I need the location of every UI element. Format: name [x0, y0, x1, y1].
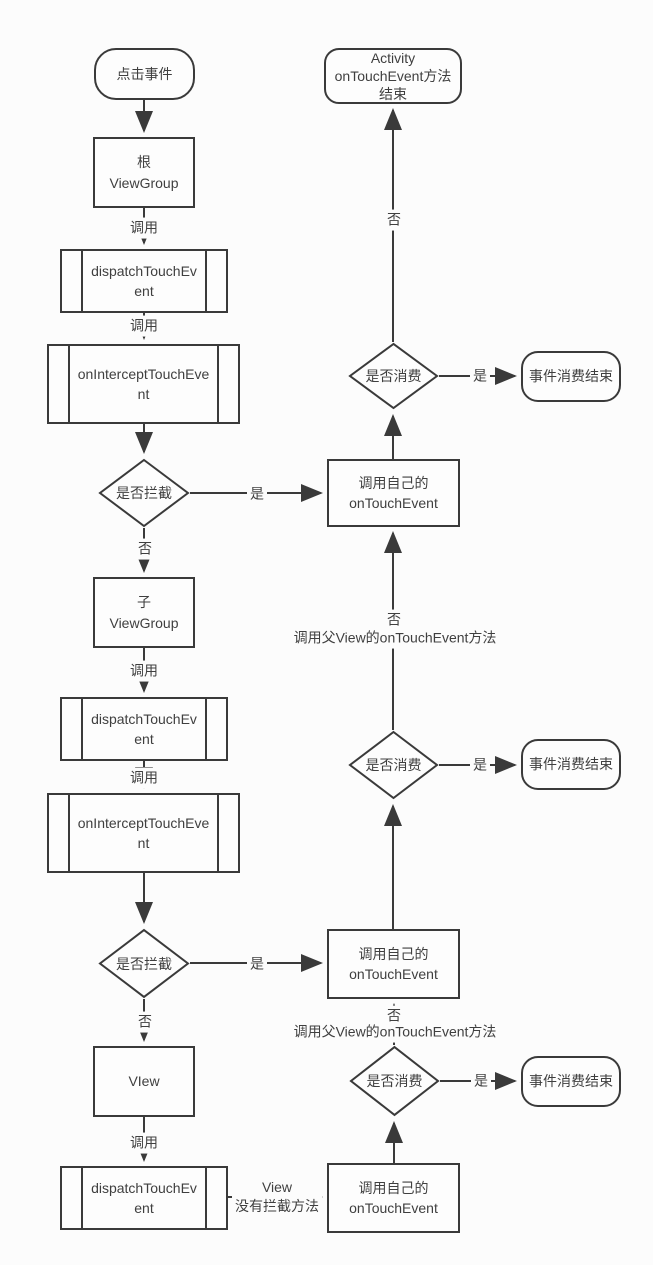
node-on-intercept-touch-event-2: onInterceptTouchEvent	[47, 793, 240, 873]
node-own-on-touch-event-3-label: 调用自己的 onTouchEvent	[349, 1179, 438, 1216]
node-click-event: 点击事件	[94, 48, 195, 100]
node-activity-ontouchevent-end: Activity onTouchEvent方法 结束	[324, 48, 462, 104]
node-decision-intercept-2: 是否拦截	[98, 928, 190, 999]
node-on-intercept-touch-event-2-label: onInterceptTouchEvent	[77, 814, 210, 851]
edge-label-call-3: 调用	[127, 660, 161, 682]
node-decision-consume-2: 是否消费	[348, 730, 439, 800]
node-dispatch-touch-event-2: dispatchTouchEvent	[60, 697, 228, 761]
node-decision-consume-1: 是否消费	[348, 342, 439, 410]
node-event-consumed-end-1-label: 事件消费结束	[529, 368, 613, 385]
node-event-consumed-end-2: 事件消费结束	[521, 739, 621, 790]
diamond-shape	[348, 342, 439, 410]
edge-label-view-no-intercept: View 没有拦截方法	[232, 1177, 322, 1217]
diamond-shape	[349, 1045, 440, 1117]
edge-label-no-consume-2: 否	[384, 609, 404, 631]
node-root-viewgroup-label: 根 ViewGroup	[109, 154, 179, 191]
node-decision-intercept-1-label: 是否拦截	[116, 485, 172, 501]
diamond-shape	[98, 928, 190, 999]
edge-label-yes-intercept-2: 是	[247, 953, 267, 975]
node-own-on-touch-event-1-label: 调用自己的 onTouchEvent	[349, 474, 438, 511]
node-on-intercept-touch-event-1: onInterceptTouchEvent	[47, 344, 240, 424]
node-dispatch-touch-event-3-label: dispatchTouchEvent	[91, 1179, 197, 1216]
node-decision-consume-1-label: 是否消费	[365, 368, 422, 384]
node-dispatch-touch-event-1: dispatchTouchEvent	[60, 249, 228, 313]
node-click-event-label: 点击事件	[116, 65, 173, 82]
node-on-intercept-touch-event-1-label: onInterceptTouchEvent	[77, 365, 210, 402]
node-child-viewgroup: 子 ViewGroup	[93, 577, 195, 648]
node-decision-consume-2-label: 是否消费	[365, 757, 422, 773]
edge-label-call-parent-2: 调用父View的onTouchEvent方法	[290, 1021, 500, 1043]
edge-label-call-5: 调用	[127, 1132, 161, 1154]
edge-label-call-parent-1: 调用父View的onTouchEvent方法	[290, 627, 500, 649]
edge-label-call-2: 调用	[127, 315, 161, 337]
edge-label-yes-consume-2: 是	[470, 754, 490, 776]
node-view: VIew	[93, 1046, 195, 1117]
node-own-on-touch-event-3: 调用自己的 onTouchEvent	[327, 1163, 460, 1233]
node-dispatch-touch-event-2-label: dispatchTouchEvent	[91, 710, 197, 747]
node-root-viewgroup: 根 ViewGroup	[93, 137, 195, 208]
node-event-consumed-end-2-label: 事件消费结束	[529, 756, 613, 773]
node-dispatch-touch-event-3: dispatchTouchEvent	[60, 1166, 228, 1230]
edge-label-call-1: 调用	[127, 217, 161, 239]
node-activity-ontouchevent-end-label: Activity onTouchEvent方法 结束	[334, 49, 452, 103]
node-event-consumed-end-3-label: 事件消费结束	[529, 1073, 613, 1090]
edge-label-no-intercept-1: 否	[135, 538, 155, 560]
node-own-on-touch-event-2: 调用自己的 onTouchEvent	[327, 929, 460, 999]
node-event-consumed-end-3: 事件消费结束	[521, 1056, 621, 1107]
edge-label-yes-intercept-1: 是	[247, 483, 267, 505]
node-view-label: VIew	[128, 1073, 160, 1090]
node-own-on-touch-event-2-label: 调用自己的 onTouchEvent	[349, 945, 438, 982]
node-own-on-touch-event-1: 调用自己的 onTouchEvent	[327, 459, 460, 527]
edge-label-yes-consume-1: 是	[470, 365, 490, 387]
node-decision-consume-3: 是否消费	[349, 1045, 440, 1117]
node-dispatch-touch-event-1-label: dispatchTouchEvent	[91, 262, 197, 299]
edge-label-yes-consume-3: 是	[471, 1070, 491, 1092]
node-child-viewgroup-label: 子 ViewGroup	[109, 594, 179, 631]
edge-label-no-intercept-2: 否	[135, 1011, 155, 1033]
diamond-shape	[348, 730, 439, 800]
node-event-consumed-end-1: 事件消费结束	[521, 351, 621, 402]
edge-label-no-consume-1: 否	[384, 209, 404, 231]
node-decision-intercept-1: 是否拦截	[98, 458, 190, 528]
edge-label-call-4: 调用	[127, 767, 161, 789]
diamond-shape	[98, 458, 190, 528]
node-decision-intercept-2-label: 是否拦截	[116, 955, 172, 972]
node-decision-consume-3-label: 是否消费	[366, 1073, 423, 1089]
